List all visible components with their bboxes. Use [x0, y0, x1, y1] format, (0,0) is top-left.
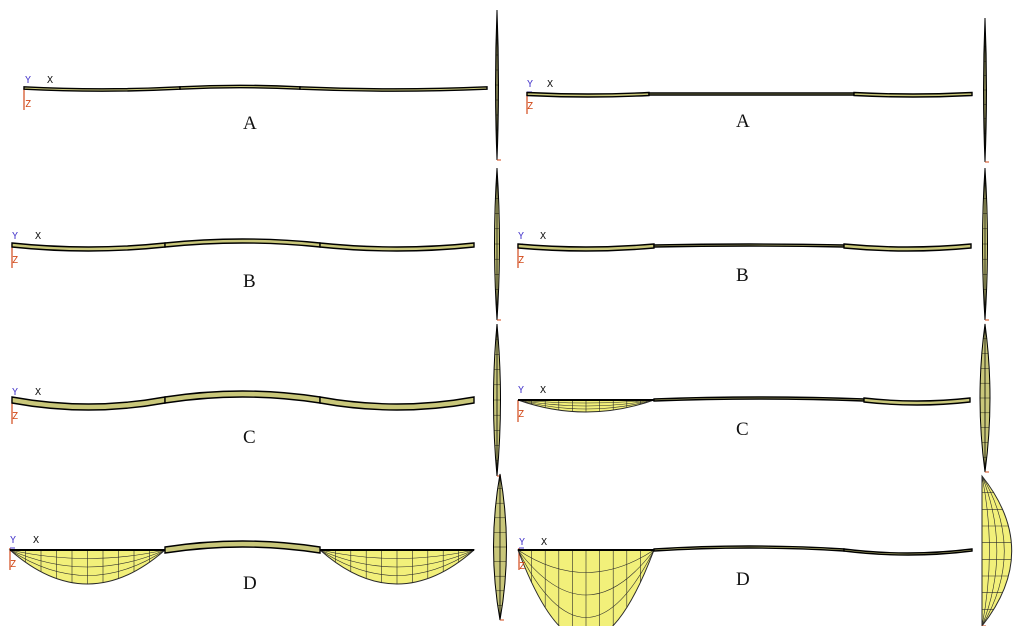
beam-segment — [853, 91, 973, 98]
axis-z-label: Z — [10, 559, 17, 570]
beam-segment — [23, 86, 181, 92]
axis-y-label: Y — [518, 385, 525, 396]
beam-segment — [653, 545, 845, 552]
panel-right-c: Y X Z C — [514, 314, 1027, 473]
beam-segment — [164, 238, 321, 248]
axis-z-label: Z — [12, 255, 19, 266]
axis-y-label: Y — [518, 231, 525, 242]
mesh-curve — [517, 549, 655, 573]
axis-x-label: X — [541, 537, 548, 548]
mesh-curve — [517, 399, 655, 407]
panel-left-a: Y X Z A — [0, 0, 513, 161]
axis-z-label: Z — [527, 101, 534, 112]
mesh-curve — [517, 549, 655, 618]
axis-y-label: Y — [519, 537, 526, 548]
beam-segment — [319, 396, 475, 411]
beam-segment — [164, 540, 321, 554]
axis-y-label: Y — [10, 535, 17, 546]
deformed-beam-right-a — [526, 17, 989, 163]
axis-y-label: Y — [25, 75, 32, 86]
beam-segment — [517, 243, 655, 252]
panel-label: C — [243, 427, 256, 448]
panel-left-c: Y X Z C — [0, 314, 513, 477]
beam-segment — [648, 92, 855, 96]
beam-segment — [843, 548, 973, 556]
axis-x-label: X — [35, 231, 42, 242]
axis-z-label: Z — [519, 561, 526, 572]
beam-segment — [179, 84, 301, 90]
panel-label: B — [736, 265, 749, 286]
panel-label: D — [243, 573, 257, 594]
beam-segment — [164, 390, 321, 404]
side-mesh-curve — [981, 475, 1005, 626]
side-mesh-curve — [981, 475, 990, 626]
mesh-curve — [9, 549, 166, 576]
axis-y-label: Y — [12, 387, 19, 398]
mesh-curve — [319, 549, 475, 568]
beam-segment — [653, 396, 865, 402]
deformed-beam-right-b — [517, 167, 989, 321]
axis-x-label: X — [547, 79, 554, 90]
axis-z-label: Z — [12, 411, 19, 422]
beam-segment — [299, 86, 488, 92]
axis-x-label: X — [33, 535, 40, 546]
panel-right-d: Y X Z D — [514, 470, 1027, 626]
axis-z-label: Z — [518, 409, 525, 420]
deformed-beam-left-d — [8, 473, 507, 621]
deformed-beam-left-b — [11, 167, 501, 321]
beam-segment — [653, 243, 845, 248]
mesh-curve — [517, 399, 655, 410]
beam-segment — [526, 91, 650, 98]
beam-segment — [11, 242, 166, 252]
panel-label: C — [736, 419, 749, 440]
mesh-curve — [517, 399, 655, 404]
beam-segment — [319, 242, 475, 252]
deformed-beam-right-d — [517, 474, 1013, 626]
axis-x-label: X — [540, 231, 547, 242]
mesh-curve — [517, 549, 655, 596]
panel-left-b: Y X Z B — [0, 158, 513, 321]
panel-label: B — [243, 271, 256, 292]
mesh-curve — [9, 549, 166, 559]
mesh-curve — [9, 549, 166, 568]
axis-z-label: Z — [25, 99, 32, 110]
panel-label: A — [243, 113, 257, 134]
axis-x-label: X — [35, 387, 42, 398]
beam-segment — [863, 397, 971, 406]
deformed-beam-left-c — [11, 323, 501, 477]
beam-segment — [843, 243, 972, 252]
deformed-beam-left-a — [23, 9, 501, 161]
axis-x-label: X — [47, 75, 54, 86]
panel-right-b: Y X Z B — [514, 158, 1027, 321]
panel-label: A — [736, 111, 750, 132]
axis-y-label: Y — [527, 79, 534, 90]
deformed-beam-right-c — [517, 323, 991, 473]
side-mesh-curve — [981, 475, 998, 626]
panel-left-d: Y X Z D — [0, 470, 513, 626]
beam-segment — [11, 396, 166, 411]
mesh-curve — [319, 549, 475, 559]
mesh-curve — [319, 549, 475, 576]
axis-x-label: X — [540, 385, 547, 396]
panel-right-a: Y X Z A — [514, 0, 1027, 163]
axis-z-label: Z — [518, 255, 525, 266]
panel-label: D — [736, 569, 750, 590]
axis-y-label: Y — [12, 231, 19, 242]
